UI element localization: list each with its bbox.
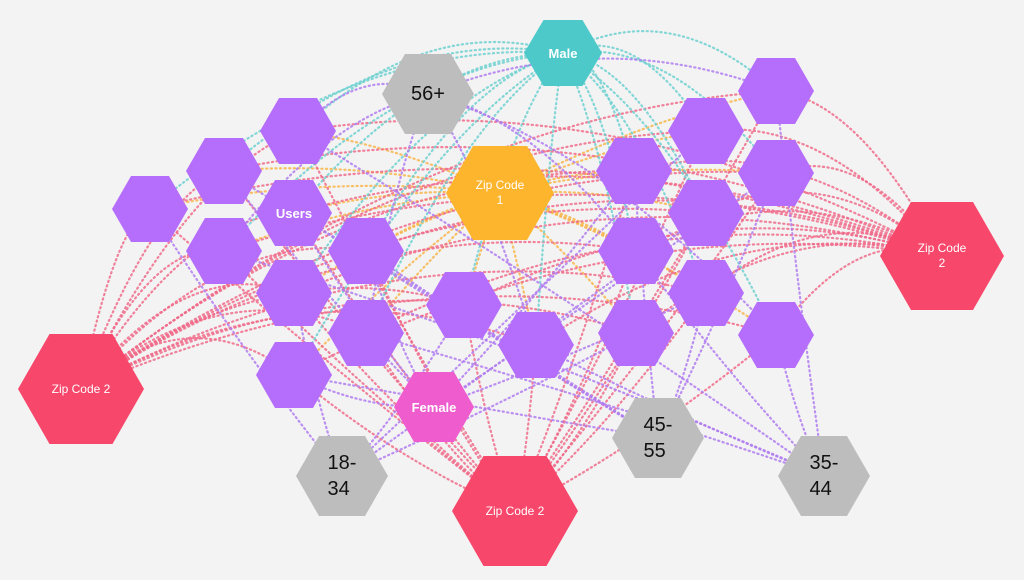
age-18-34-node: 18- 34 [296, 436, 388, 516]
connection-edge [292, 175, 944, 258]
connection-edge [148, 167, 944, 258]
age-56-plus-label: 56+ [411, 83, 445, 105]
age-45-55-label: 45- 55 [643, 414, 673, 462]
user-node [738, 140, 814, 206]
connection-edge [79, 286, 466, 391]
connection-edge [222, 193, 944, 258]
connection-edge [432, 169, 636, 409]
connection-edge [292, 51, 565, 377]
user-node [596, 138, 672, 204]
connection-edge [561, 51, 778, 337]
user-node [668, 180, 744, 246]
user-node [738, 58, 814, 124]
connection-edge [462, 51, 565, 307]
connection-edge [79, 295, 778, 391]
user-node [598, 300, 674, 366]
user-node [738, 302, 814, 368]
male-node: Male [524, 20, 602, 86]
user-node [668, 260, 744, 326]
connection-edge [79, 240, 638, 391]
user-node [186, 138, 262, 204]
zip-code-2-left-label: Zip Code 2 [51, 382, 111, 396]
female-node: Female [394, 372, 474, 442]
age-35-44-label: 35- 44 [809, 452, 839, 500]
age-56-plus-node: 56+ [382, 54, 474, 134]
zip-code-1-node: Zip Code 1 [446, 146, 554, 240]
connection-edge [292, 373, 660, 440]
connection-edge [364, 331, 826, 478]
connection-edge [292, 373, 517, 513]
connection-edge [498, 89, 778, 195]
connection-edge [426, 57, 778, 96]
users-label: Users [275, 205, 313, 221]
connection-edge [432, 291, 708, 409]
zip-code-1-label: Zip Code 1 [475, 178, 525, 207]
connection-edge [222, 145, 944, 258]
connection-edge [340, 331, 638, 478]
zip-code-2-right-node: Zip Code 2 [880, 202, 1004, 310]
female-label: Female [411, 399, 457, 415]
zip-code-2-right-label: Zip Code 2 [917, 241, 967, 270]
user-node [598, 218, 674, 284]
connection-edge [364, 92, 430, 335]
zip-code-2-bottom-label: Zip Code 2 [485, 504, 545, 518]
male-label: Male [548, 45, 578, 61]
connection-edge [79, 89, 778, 391]
connection-edge [296, 129, 826, 478]
user-node [668, 98, 744, 164]
connection-edge [513, 249, 638, 513]
connection-edge [222, 169, 660, 440]
user-node [186, 218, 262, 284]
zip-code-2-left-node: Zip Code 2 [18, 334, 144, 444]
age-18-34-label: 18- 34 [327, 452, 357, 500]
connection-edge [513, 343, 538, 513]
connection-edge [79, 170, 778, 391]
connection-edge [222, 191, 502, 253]
connection-edge [292, 373, 436, 409]
